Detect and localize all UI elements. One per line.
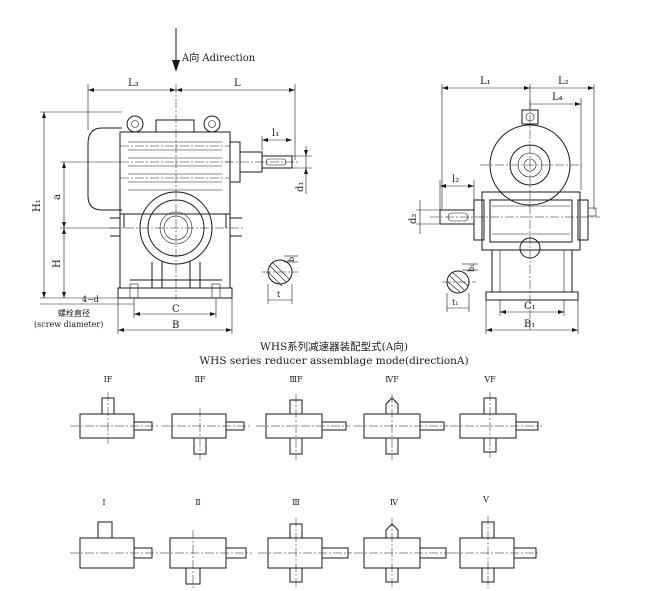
mode-label-5f: ⅤF — [483, 375, 496, 384]
dim-L: L — [234, 78, 241, 89]
dim-t1: t₁ — [452, 298, 458, 307]
mode-label-3: Ⅲ — [292, 498, 300, 507]
mode-row-base: Ⅰ Ⅱ Ⅲ Ⅳ Ⅴ — [70, 495, 540, 590]
mode-4 — [354, 518, 450, 588]
mode-1f — [70, 392, 158, 444]
dim-B: B — [172, 320, 179, 331]
mode-row-f: ⅠF ⅡF ⅢF ⅣF ⅤF — [70, 375, 542, 460]
dim-L1: L₁ — [480, 76, 491, 87]
dim-C1: C₁ — [524, 301, 536, 312]
dim-d2: d₂ — [408, 214, 419, 224]
mode-3 — [258, 518, 352, 588]
mode-5f — [450, 392, 542, 458]
dim-l2: l₂ — [452, 174, 459, 185]
dim-l1: l₁ — [272, 128, 279, 139]
caption-cn: WHS系列减速器装配型式(A向) — [260, 340, 408, 353]
mode-label-2: Ⅱ — [195, 498, 200, 507]
dim-b1: b₁ — [467, 264, 476, 272]
dim-t: t — [277, 290, 281, 299]
dim-d1: d₁ — [295, 182, 306, 192]
caption-en: WHS series reducer assemblage mode(direc… — [199, 355, 468, 367]
mode-3f — [256, 394, 350, 460]
dim-C: C — [172, 304, 180, 315]
mode-label-5: Ⅴ — [482, 495, 489, 504]
bolt-label-cn: 螺栓直径 — [58, 308, 90, 318]
mode-label-1f: ⅠF — [104, 375, 113, 384]
mode-label-2f: ⅡF — [195, 375, 206, 384]
mode-label-4: Ⅳ — [390, 498, 399, 507]
mode-label-1: Ⅰ — [102, 498, 105, 507]
direction-arrow: A向 Adirection — [172, 28, 256, 72]
mode-label-3f: ⅢF — [289, 375, 303, 384]
dim-L4: L₄ — [552, 92, 563, 103]
mode-2f — [162, 408, 250, 460]
dim-H1: H₁ — [32, 199, 43, 212]
dim-L3: L₃ — [128, 78, 139, 89]
dim-hole: 4−d — [82, 295, 99, 304]
dim-a: a — [52, 194, 63, 200]
mode-1 — [70, 521, 158, 569]
mode-4f — [354, 394, 448, 460]
dim-B1: B₁ — [524, 319, 535, 330]
mode-5 — [450, 516, 540, 588]
front-view: L₃ L l₁ d₁ H₁ a H 4−d 螺栓直径 (sc — [32, 78, 312, 334]
dim-L2: L₂ — [558, 76, 569, 87]
mode-label-4f: ⅣF — [385, 375, 399, 384]
mode-2 — [160, 530, 252, 590]
bolt-label-en: (screw diameter) — [34, 320, 103, 329]
dim-b: b — [287, 257, 296, 262]
direction-label: A向 Adirection — [181, 51, 256, 64]
side-view: L₁ L₂ L₄ l₂ d₂ b₁ t₁ C₁ — [408, 76, 600, 334]
dim-H: H — [52, 259, 63, 268]
